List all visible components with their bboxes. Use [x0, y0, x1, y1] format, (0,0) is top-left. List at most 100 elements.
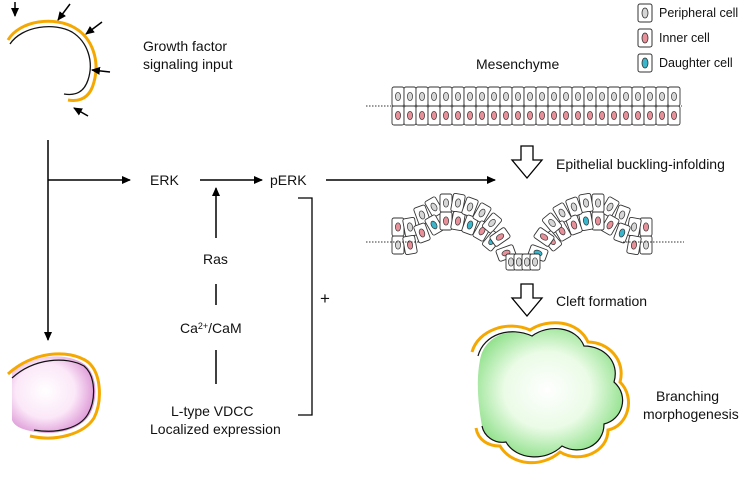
down-arrow-buckling [510, 145, 544, 180]
epithelial-cell [535, 105, 549, 126]
epithelial-cell [583, 105, 597, 126]
epithelial-cell [424, 196, 444, 218]
epithelial-cell [578, 192, 594, 214]
mesenchyme-label: Mesenchyme [476, 56, 560, 72]
epithelial-cell [481, 212, 503, 234]
legend-inner-label: Inner cell [659, 31, 710, 45]
epithelial-cell [535, 86, 549, 107]
epithelial-cell [552, 202, 572, 224]
epithelial-cell [600, 214, 620, 236]
epithelial-cell [489, 227, 511, 247]
vdcc-label-line2: Localized expression [150, 421, 281, 437]
down-arrow-cleft [510, 283, 544, 318]
legend-daughter-label: Daughter cell [659, 56, 733, 70]
cleft-label: Cleft formation [556, 293, 648, 309]
epithelial-cell [424, 214, 444, 236]
epithelial-cell [403, 86, 417, 107]
epithelial-cell [639, 235, 653, 255]
epithelial-cell [639, 217, 653, 237]
epithelial-cell [427, 105, 441, 126]
epithelial-cell [565, 196, 583, 218]
epithelial-cell [583, 86, 597, 107]
epithelial-cell [595, 105, 609, 126]
epithelial-cell [439, 105, 453, 126]
epithelial-cell [667, 86, 681, 107]
epithelial-cell [533, 227, 555, 247]
epithelial-cell [523, 86, 537, 107]
epithelial-cell [511, 105, 525, 126]
epithelial-cell [619, 86, 633, 107]
epithelial-cell [451, 86, 465, 107]
signal-arrows [44, 140, 496, 384]
epithelial-cell [427, 86, 441, 107]
epithelial-cell [499, 105, 513, 126]
perk-label: pERK [270, 172, 307, 188]
epithelial-cell [559, 105, 573, 126]
epithelial-cell [505, 253, 517, 271]
epithelial-cell [565, 214, 583, 236]
epithelial-cell [415, 105, 429, 126]
epithelial-cell [600, 196, 620, 218]
epithelial-cell [571, 86, 585, 107]
ca-text: Ca [180, 320, 198, 336]
epithelial-cell [613, 222, 631, 244]
cam-text: /CaM [208, 320, 242, 336]
epithelial-cell [547, 86, 561, 107]
epithelial-cell [402, 216, 418, 238]
epithelial-cell [415, 86, 429, 107]
flat-epithelium [391, 86, 681, 126]
epithelial-cell [571, 105, 585, 126]
epithelial-cell [402, 234, 418, 256]
buckling-label: Epithelial buckling-infolding [556, 156, 725, 172]
buckled-epithelium [391, 192, 653, 271]
epithelial-cell [559, 86, 573, 107]
branching-bud [470, 321, 630, 465]
epithelial-cell [529, 253, 541, 271]
epithelial-cell [523, 105, 537, 126]
epithelial-cell [439, 86, 453, 107]
epithelial-cell [463, 86, 477, 107]
epithelial-cell [626, 234, 642, 256]
legend-glyphs [637, 3, 653, 73]
ras-label: Ras [203, 251, 228, 267]
epithelial-cell [591, 211, 605, 231]
epithelial-cell [667, 105, 681, 126]
epithelial-cell [631, 105, 645, 126]
epithelial-cell [475, 86, 489, 107]
ca-cam-label: Ca2+/CaM [180, 320, 242, 337]
ca-superscript: 2+ [197, 321, 209, 331]
epithelial-cell [487, 105, 501, 126]
epithelial-cell [403, 105, 417, 126]
epithelial-cell [607, 105, 621, 126]
growth-factor-label-line1: Growth factor [143, 38, 228, 54]
epithelial-cell [631, 86, 645, 107]
epithelial-cell [607, 86, 621, 107]
legend-peripheral-label: Peripheral cell [659, 6, 739, 20]
erk-label: ERK [150, 172, 179, 188]
epithelial-cell [475, 105, 489, 126]
epithelial-cell [643, 105, 657, 126]
epithelial-cell [487, 86, 501, 107]
epithelial-cell [439, 193, 453, 213]
epithelial-cell [439, 211, 453, 231]
branching-label-line2: morphogenesis [643, 406, 739, 422]
epithelial-cell [511, 86, 525, 107]
initial-bud [6, 19, 98, 102]
epithelial-cell [391, 217, 405, 237]
vdcc-label-line1: L-type VDCC [171, 403, 254, 419]
epithelial-cell [391, 235, 405, 255]
epithelial-cell [619, 105, 633, 126]
plus-sign: + [320, 289, 330, 308]
epithelial-cell [472, 202, 492, 224]
epithelial-cell [547, 105, 561, 126]
epithelial-cell [541, 212, 563, 234]
branching-label-line1: Branching [656, 388, 720, 404]
epithelial-cell [595, 86, 609, 107]
epithelial-cell [521, 253, 533, 271]
epithelial-cell [391, 105, 405, 126]
epithelial-cell [451, 105, 465, 126]
epithelial-cell [655, 105, 669, 126]
epithelial-cell [499, 86, 513, 107]
epithelial-cell [591, 193, 605, 213]
epithelial-cell [655, 86, 669, 107]
